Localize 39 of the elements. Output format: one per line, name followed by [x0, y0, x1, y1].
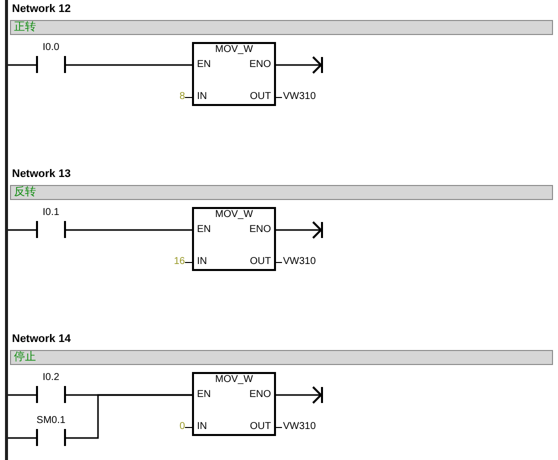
pin-label: OUT — [250, 256, 271, 268]
block-title: MOV_W — [214, 209, 254, 221]
network-title: Network 12 — [12, 3, 71, 16]
pin-label: IN — [197, 421, 207, 433]
output-address: VW310 — [283, 91, 316, 103]
rung-line — [66, 64, 192, 66]
output-address: VW310 — [283, 256, 316, 268]
contact-address: I0.2 — [42, 372, 60, 384]
pin-label: EN — [197, 224, 211, 236]
network-title: Network 13 — [12, 168, 71, 181]
contact-address: I0.0 — [42, 42, 60, 54]
rung-line — [8, 394, 36, 396]
pin-label: EN — [197, 59, 211, 71]
contact-address: I0.1 — [42, 207, 60, 219]
input-value: 0 — [179, 421, 185, 433]
pin-label: IN — [197, 91, 207, 103]
block-title: MOV_W — [214, 374, 254, 386]
rung-line — [8, 64, 36, 66]
pin-label: OUT — [250, 91, 271, 103]
output-address: VW310 — [283, 421, 316, 433]
rung-line — [66, 229, 192, 231]
network-comment: 正转 — [10, 20, 553, 35]
pin-label: ENO — [249, 389, 271, 401]
network-title: Network 14 — [12, 333, 71, 346]
power-rail — [5, 0, 8, 460]
rung-line — [8, 229, 36, 231]
block-title: MOV_W — [214, 44, 254, 56]
pin-label: EN — [197, 389, 211, 401]
pin-label: IN — [197, 256, 207, 268]
pin-label: OUT — [250, 421, 271, 433]
pin-label: ENO — [249, 59, 271, 71]
rung-line — [8, 437, 36, 439]
pin-label: ENO — [249, 224, 271, 236]
rung-line — [66, 394, 192, 439]
network-comment: 停止 — [10, 350, 553, 365]
contact-address: SM0.1 — [36, 415, 66, 427]
input-value: 8 — [179, 91, 185, 103]
network-comment: 反转 — [10, 185, 553, 200]
input-value: 16 — [174, 256, 185, 268]
